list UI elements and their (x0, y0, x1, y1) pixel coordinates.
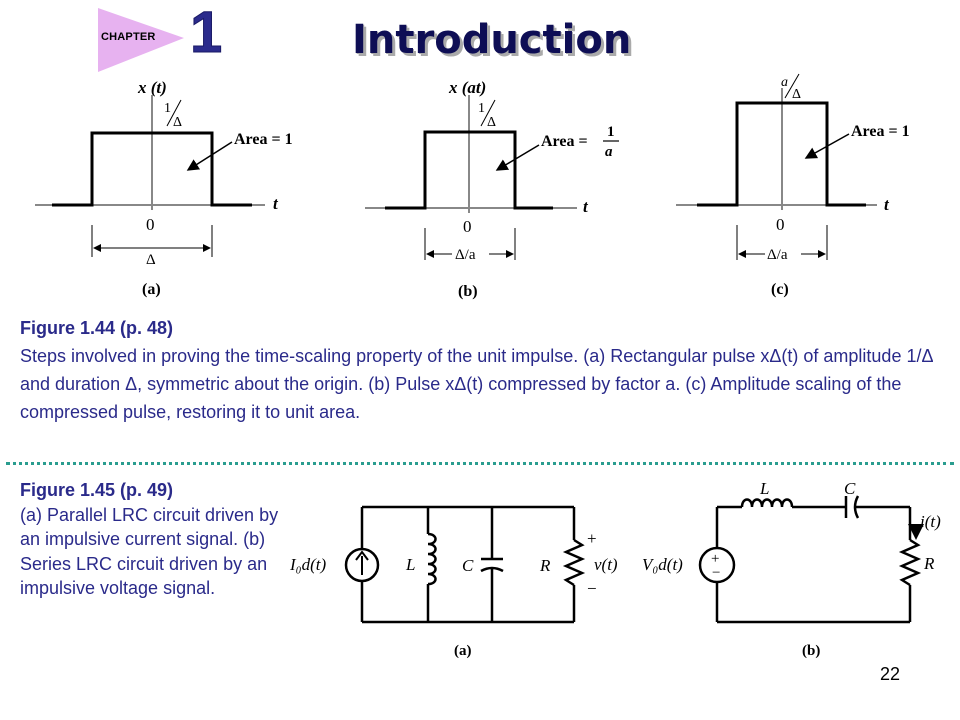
circuit-a (344, 505, 586, 624)
source-label-b: V₀d(t) (642, 555, 683, 574)
origin-label: 0 (776, 215, 785, 234)
resistor-label-a: R (539, 556, 551, 575)
source-plus-b: + (711, 551, 719, 567)
minus-label-a: − (587, 579, 597, 598)
area-label: Area = (541, 133, 588, 150)
amplitude-label: 1 Δ (164, 99, 182, 130)
amplitude-numerator: a (781, 75, 788, 90)
area-fraction-denominator: a (605, 144, 613, 160)
inductor-label-a: L (405, 555, 415, 574)
figure-1-44-panel-a: x (t) 1 Δ Area = 1 0 t Δ (a) (35, 78, 293, 298)
amplitude-denominator: Δ (173, 115, 182, 130)
chapter-badge-triangle (98, 8, 184, 72)
t-label: t (273, 194, 279, 213)
amplitude-numerator: 1 (164, 101, 171, 116)
figure-1-45-caption-body: (a) Parallel LRC circuit driven by an im… (20, 504, 279, 599)
section-divider (6, 462, 954, 465)
panel-label: (c) (771, 281, 789, 298)
pulse-b (385, 130, 553, 210)
area-arrow (495, 144, 540, 171)
figure-1-44-caption-body: Steps involved in proving the time-scali… (20, 346, 933, 422)
t-label: t (583, 197, 589, 216)
panel-label-a: (a) (454, 643, 472, 659)
circuit-a-labels: I₀d(t) L C R + v(t) − (a) (289, 529, 618, 659)
figure-1-44-panel-b: x (at) 1 Δ Area = 1 a 0 t Δ/a (b) (365, 78, 619, 300)
circuit-b-labels: + − V₀d(t) L C i(t) R (b) (642, 479, 941, 659)
area-arrow (186, 141, 233, 171)
source-minus-b: − (712, 565, 720, 581)
t-label: t (884, 195, 890, 214)
chapter-label: CHAPTER (101, 31, 156, 43)
amplitude-denominator: Δ (792, 87, 801, 102)
pulse-c (697, 101, 866, 207)
plus-label-a: + (587, 529, 597, 548)
y-axis-label: x (at) (448, 78, 486, 97)
area-arrow (804, 133, 850, 159)
origin-label: 0 (463, 217, 472, 236)
inductor-label-b: L (759, 479, 769, 498)
source-label-a: I₀d(t) (289, 555, 326, 574)
resistor-label-b: R (923, 554, 935, 573)
resistor-a (562, 538, 586, 587)
voltage-source (698, 546, 736, 584)
panel-label-b: (b) (802, 643, 820, 659)
figure-1-45-caption-title: Figure 1.45 (p. 49) (20, 480, 174, 500)
inductor-b (740, 498, 794, 508)
capacitor-label-b: C (844, 479, 856, 498)
panel-label: (b) (458, 283, 478, 300)
figure-1-45: I₀d(t) L C R + v(t) − (a) + − V₀d(t) L C… (289, 479, 941, 659)
current-label-b: i(t) (920, 512, 941, 531)
page-number: 22 (880, 664, 901, 684)
area-label: Area = 1 (234, 131, 293, 148)
width-label: Δ (146, 252, 156, 268)
area-fraction-numerator: 1 (607, 124, 615, 140)
chapter-badge (98, 8, 184, 72)
y-axis-label: x (t) (137, 78, 167, 97)
amplitude-numerator: 1 (478, 101, 485, 116)
page-title: Introduction (352, 17, 632, 63)
inductor-a (427, 532, 437, 586)
circuit-b (698, 495, 924, 624)
resistor-b (898, 538, 922, 587)
amplitude-label: a Δ (781, 73, 801, 102)
width-label: Δ/a (767, 247, 788, 263)
origin-label: 0 (146, 215, 155, 234)
panel-label: (a) (142, 281, 161, 298)
chapter-number: 1 (189, 0, 223, 65)
amplitude-denominator: Δ (487, 115, 496, 130)
figure-1-45-caption: Figure 1.45 (p. 49) (a) Parallel LRC cir… (20, 478, 286, 601)
area-label: Area = 1 (851, 123, 910, 140)
figure-1-44-caption: Figure 1.44 (p. 48) Steps involved in pr… (20, 314, 942, 426)
pulse-a (52, 131, 252, 207)
capacitor-label-a: C (462, 556, 474, 575)
width-label: Δ/a (455, 247, 476, 263)
figure-1-44-panel-c: a Δ Area = 1 0 t Δ/a (c) (676, 73, 910, 298)
voltage-label-a: v(t) (594, 555, 618, 574)
figure-1-44: x (t) 1 Δ Area = 1 0 t Δ (a) x (at) 1 Δ … (35, 73, 910, 300)
figure-1-44-caption-title: Figure 1.44 (p. 48) (20, 318, 174, 338)
amplitude-label: 1 Δ (478, 99, 496, 130)
